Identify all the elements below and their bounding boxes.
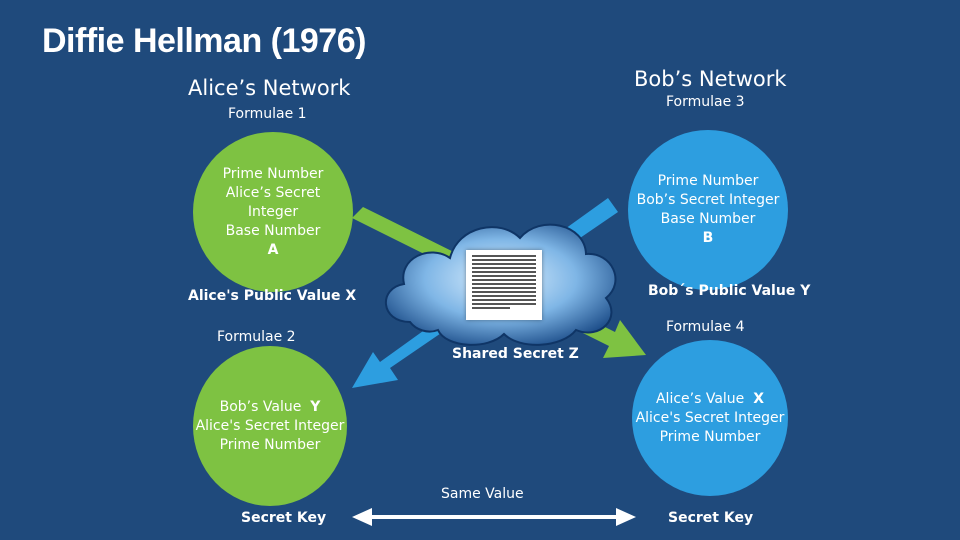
circle-text: Alice’s Value X — [655, 390, 764, 407]
circle-text: Bob’s Value Y — [219, 398, 321, 415]
circle-text: Prime Number — [659, 428, 761, 445]
formula-2-label: Formulae 2 — [217, 329, 296, 345]
circle-text: Alice’s Secret — [225, 184, 321, 201]
formula-1-label: Formulae 1 — [228, 106, 307, 122]
circle-text: Alice's Secret Integer — [195, 417, 345, 434]
alice-formula-1-circle: Prime Number Alice’s Secret Integer Base… — [193, 132, 353, 292]
circle-text: Base Number — [225, 222, 321, 239]
alice-formula-2-circle: Bob’s Value Y Alice's Secret Integer Pri… — [193, 346, 347, 506]
page-title: Diffie Hellman (1976) — [42, 22, 366, 60]
circle-variable: B — [702, 230, 714, 246]
circle-text: Prime Number — [657, 173, 759, 189]
bob-formula-3-circle: Prime Number Bob’s Secret Integer Base N… — [628, 130, 788, 290]
circle-variable: A — [267, 241, 279, 258]
circle-text: Integer — [247, 203, 299, 220]
same-value-label: Same Value — [441, 486, 524, 502]
circle-text: Prime Number — [222, 165, 324, 182]
circle-text: Bob’s Secret Integer — [636, 192, 780, 208]
alice-secret-key-label: Secret Key — [241, 510, 327, 526]
shared-secret-label: Shared Secret Z — [452, 346, 579, 362]
formula-3-label: Formulae 3 — [666, 94, 745, 110]
bob-secret-key-label: Secret Key — [668, 510, 754, 526]
document-image — [466, 250, 542, 320]
alice-public-value: Alice's Public Value X — [188, 288, 357, 304]
alice-network-label: Alice’s Network — [188, 76, 351, 100]
circle-text: Alice's Secret Integer — [635, 409, 785, 426]
bob-network-label: Bob’s Network — [634, 67, 787, 91]
circle-text: Prime Number — [219, 436, 321, 453]
circle-text: Base Number — [660, 211, 756, 227]
bob-public-value: Bob´s Public Value Y — [648, 283, 811, 299]
bob-formula-4-circle: Alice’s Value X Alice's Secret Integer P… — [632, 340, 788, 496]
formula-4-label: Formulae 4 — [666, 319, 745, 335]
